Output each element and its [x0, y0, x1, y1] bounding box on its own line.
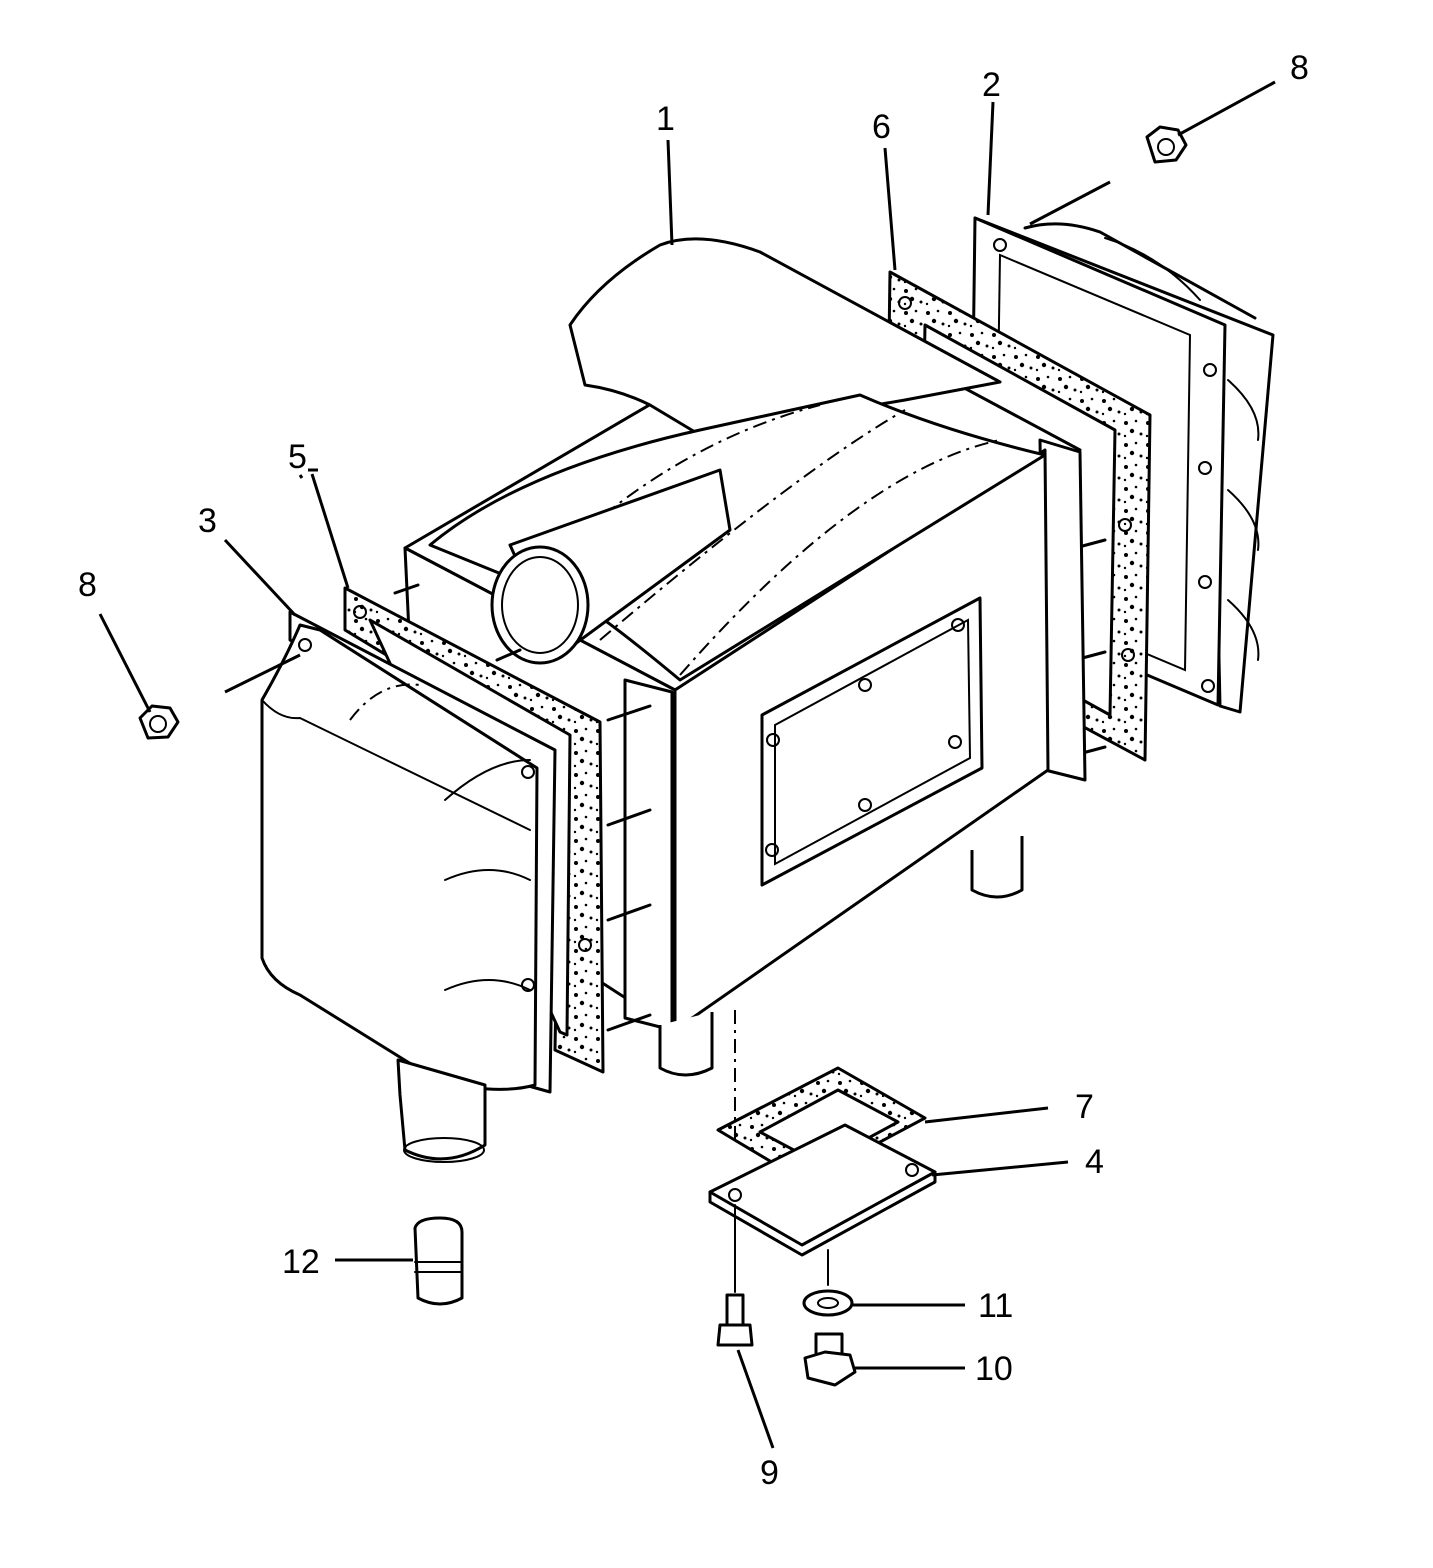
washer: [802, 1289, 854, 1317]
callout-5: 5: [288, 438, 307, 476]
callout-3: 3: [198, 502, 217, 540]
callout-6: 6: [872, 108, 891, 146]
callout-9: 9: [760, 1454, 779, 1492]
leader-lines: [98, 80, 1276, 1449]
cap-screw: [716, 1293, 754, 1347]
cover-plate: [708, 1123, 937, 1293]
callout-10: 10: [975, 1350, 1013, 1388]
callout-7: 7: [1075, 1088, 1094, 1126]
callouts: 1 2 3 4 5 6 7 8 8 9 10 11 12: [78, 49, 1309, 1492]
nut-left: [138, 704, 180, 740]
nut-right: [1145, 125, 1188, 164]
callout-11: 11: [978, 1287, 1013, 1325]
callout-2: 2: [982, 66, 1001, 104]
front-end-cover: [260, 610, 557, 1163]
callout-8-right: 8: [1290, 49, 1309, 87]
callout-4: 4: [1085, 1143, 1104, 1181]
front-studs: [393, 583, 652, 1032]
callout-1: 1: [656, 100, 675, 138]
pipe-fitting: [413, 1216, 464, 1306]
drain-plug: [803, 1332, 857, 1387]
callout-8-left: 8: [78, 566, 97, 604]
callout-12: 12: [282, 1243, 320, 1281]
